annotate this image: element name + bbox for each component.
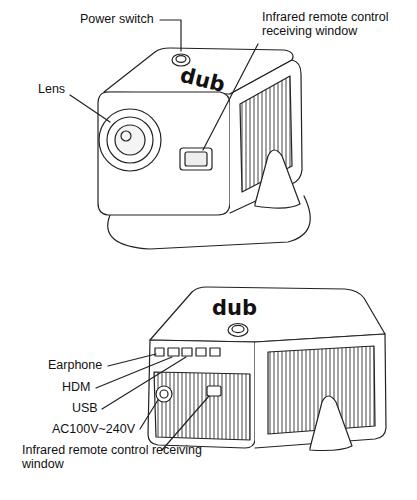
ir-window-inner bbox=[185, 152, 207, 166]
top-face bbox=[150, 287, 385, 342]
hdmi-port bbox=[168, 348, 179, 356]
leader-line bbox=[160, 20, 181, 51]
lens-glass bbox=[115, 125, 145, 155]
power-button bbox=[172, 54, 190, 66]
port-label: HDM bbox=[62, 380, 102, 394]
back-face bbox=[148, 340, 255, 448]
power-button bbox=[228, 324, 248, 337]
part-label: Infrared remote control receiving window bbox=[22, 443, 202, 472]
lens-barrel bbox=[107, 117, 153, 163]
ir-window bbox=[180, 148, 212, 170]
part-label: Power switch bbox=[80, 12, 160, 26]
leader-line bbox=[70, 95, 110, 122]
earphone-port bbox=[155, 348, 164, 356]
leader-line bbox=[108, 354, 156, 366]
projector-back-view bbox=[148, 287, 386, 451]
back-vent bbox=[154, 372, 250, 440]
port-label: USB bbox=[72, 401, 108, 415]
port-label: AC100V~240V bbox=[52, 422, 142, 436]
stand-arm bbox=[310, 396, 352, 451]
leader-line bbox=[102, 357, 186, 409]
leader-line bbox=[140, 400, 158, 429]
side-face bbox=[230, 60, 302, 213]
power-socket-inner bbox=[160, 390, 168, 398]
usb-port bbox=[196, 348, 206, 356]
leader-line bbox=[162, 396, 209, 450]
power-button-inner bbox=[176, 56, 186, 63]
lens-reflection bbox=[121, 131, 131, 141]
usb-port bbox=[182, 348, 192, 356]
leader-line bbox=[203, 44, 258, 150]
lens-ring bbox=[99, 109, 161, 171]
part-label: Infrared remote control receiving window bbox=[262, 10, 410, 39]
front-face bbox=[98, 92, 230, 215]
stand-arm bbox=[255, 150, 300, 208]
port-label: Earphone bbox=[48, 358, 108, 372]
ir-window bbox=[207, 386, 221, 396]
port bbox=[210, 348, 220, 356]
part-label: Lens bbox=[38, 82, 70, 96]
power-button-inner bbox=[232, 325, 244, 332]
brand-logo: dub bbox=[212, 298, 257, 319]
